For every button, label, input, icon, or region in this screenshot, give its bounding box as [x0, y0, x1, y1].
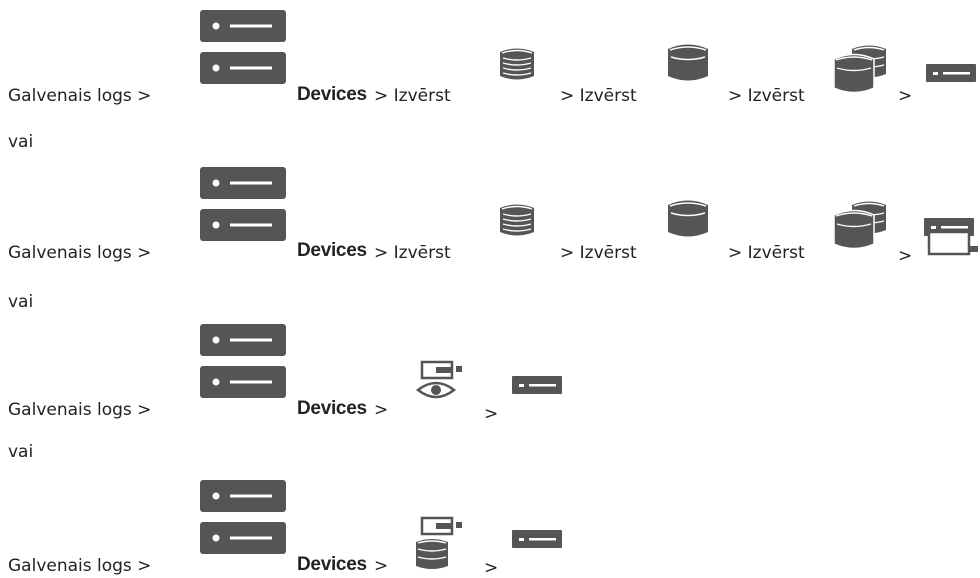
path-start: Galvenais logs > [8, 86, 152, 106]
servers-icon [200, 480, 290, 554]
path-step-sep: > Izvērst [728, 243, 805, 263]
path-step-sep: > Izvērst [374, 243, 451, 263]
path-step-sep: > [374, 400, 389, 420]
device-database-icon [416, 516, 476, 576]
device-icon [512, 530, 566, 550]
path-step-sep: > Izvērst [728, 86, 805, 106]
path-step-sep: > [484, 404, 499, 424]
devices-link: Devices [297, 398, 367, 419]
path-start: Galvenais logs > [8, 556, 152, 576]
path-step-sep: > [374, 556, 389, 576]
or-separator: vai [8, 292, 34, 312]
path-start: Galvenais logs > [8, 400, 152, 420]
path-step-sep: > Izvērst [374, 86, 451, 106]
path-step-sep: > Izvērst [560, 243, 637, 263]
servers-icon [200, 324, 290, 398]
database-icon [668, 42, 710, 86]
devices-link: Devices [297, 240, 367, 261]
or-separator: vai [8, 442, 34, 462]
or-separator: vai [8, 132, 34, 152]
database-pair-icon [834, 44, 890, 99]
path-step-sep: > [898, 246, 913, 266]
servers-icon [200, 10, 290, 84]
device-with-monitor-icon [924, 218, 980, 260]
path-step-sep: > Izvērst [560, 86, 637, 106]
devices-link: Devices [297, 84, 367, 105]
path-step-sep: > [898, 86, 913, 106]
device-icon [512, 376, 566, 396]
database-small-icon [500, 202, 536, 240]
database-small-icon [500, 46, 536, 84]
path-step-sep: > [484, 558, 499, 578]
path-start: Galvenais logs > [8, 243, 152, 263]
device-icon [926, 64, 980, 84]
device-eye-icon [416, 360, 476, 402]
devices-link: Devices [297, 554, 367, 575]
database-icon [668, 198, 710, 242]
servers-icon [200, 167, 290, 241]
database-pair-icon [834, 200, 890, 255]
